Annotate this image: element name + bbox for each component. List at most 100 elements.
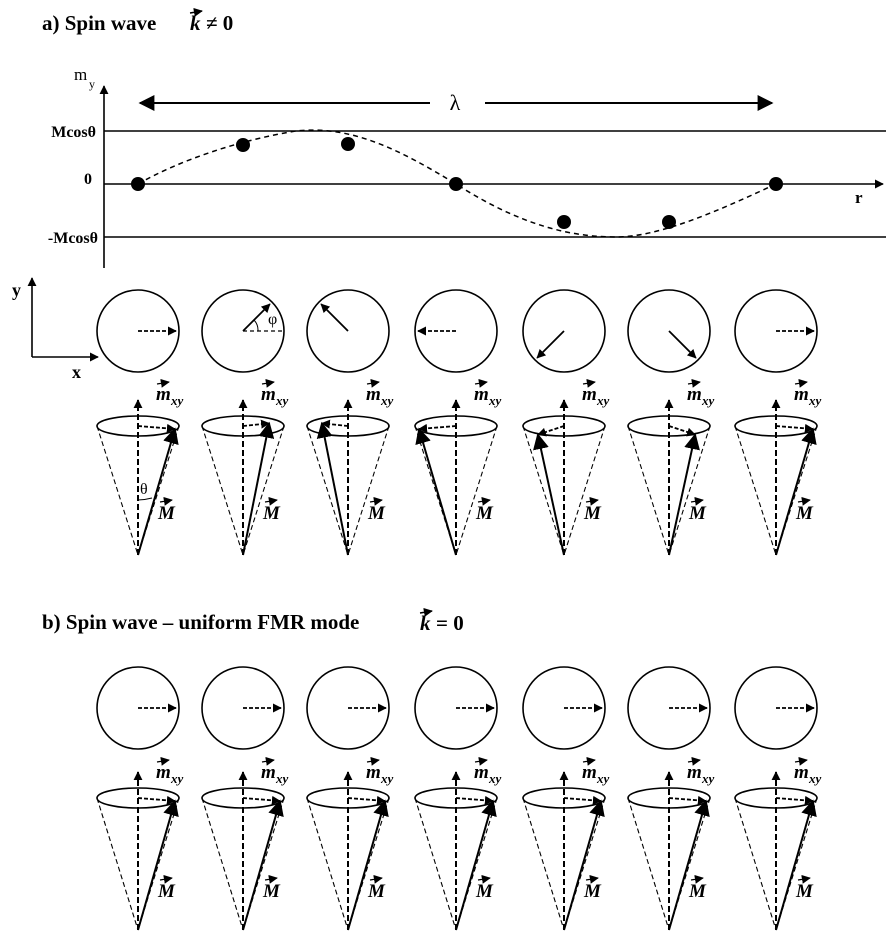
mxy-arrow (668, 425, 697, 437)
magnetization-vector-accent (159, 874, 173, 884)
mxy-subscript: xy (808, 393, 822, 408)
mxy-vector-accent (156, 756, 170, 766)
magnetization-vector-accent (264, 874, 278, 884)
mxy-label: m (794, 762, 809, 783)
mxy-arrow (418, 423, 457, 433)
phase-angle-annotation: φ (243, 311, 282, 332)
top-view-circle-group (306, 289, 390, 373)
mxy-label: m (156, 762, 171, 783)
mxy-label: m (582, 762, 597, 783)
magnetization-label: M (367, 503, 386, 524)
top-view-circle (522, 666, 606, 750)
mxy-subscript: xy (170, 771, 184, 786)
cone-side (563, 425, 606, 556)
top-view-circle (734, 289, 818, 373)
cone-side (306, 797, 349, 931)
top-view-circle-group (96, 666, 180, 750)
y-axis-label: m (74, 65, 87, 84)
frame-x-label: x (72, 362, 81, 382)
mxy-vector-accent (582, 378, 596, 388)
mxy-subscript: xy (380, 393, 394, 408)
wave-point (341, 137, 355, 151)
magnetization-vector-accent (264, 496, 278, 506)
cone-side (455, 425, 498, 556)
top-view-circle (627, 289, 711, 373)
magnetization-label: M (795, 503, 814, 524)
magnetization-vector-accent (690, 874, 704, 884)
mxy-projection-arrow (320, 303, 349, 332)
top-view-circle-group (414, 666, 498, 750)
mxy-arrow (455, 795, 494, 805)
top-view-circle-group (96, 289, 180, 373)
magnetization-vector-accent (797, 496, 811, 506)
magnetization-arrow (668, 433, 700, 556)
magnetization-vector-accent (159, 496, 173, 506)
cone-side (242, 425, 285, 556)
panel-a-title-prefix: a) Spin wave (42, 11, 156, 35)
wavelength-label: λ (450, 90, 461, 115)
mxy-subscript: xy (380, 771, 394, 786)
wave-point (769, 177, 783, 191)
cone-side (306, 425, 349, 556)
y-axis-subscript: y (89, 77, 95, 91)
mxy-label: m (687, 384, 702, 405)
magnetization-arrow (775, 427, 817, 556)
top-view-circle (627, 666, 711, 750)
top-view-circle (96, 289, 180, 373)
panel-a-k-relation: ≠ 0 (206, 11, 233, 35)
panel-b-title: b) Spin wave – uniform FMR mode k = 0 (42, 607, 464, 635)
mxy-label: m (474, 762, 489, 783)
mxy-subscript: xy (488, 393, 502, 408)
cone-side (734, 425, 777, 556)
top-view-circle (414, 666, 498, 750)
mxy-subscript: xy (808, 771, 822, 786)
panel-a-k-symbol: k (190, 11, 201, 35)
cone-side (668, 425, 711, 556)
top-view-circle (306, 666, 390, 750)
panel-b-title-prefix: b) Spin wave – uniform FMR mode (42, 610, 359, 634)
magnetization-arrow (316, 421, 349, 556)
top-view-circle (201, 289, 285, 373)
r-axis-label: r (855, 188, 863, 207)
mxy-vector-accent (582, 756, 596, 766)
tick-label-zero: 0 (84, 171, 92, 188)
cone-side (96, 425, 139, 556)
mxy-label: m (261, 384, 276, 405)
top-view-circle (201, 666, 285, 750)
top-view-circle (522, 289, 606, 373)
magnetization-vector-accent (690, 496, 704, 506)
magnetization-arrow (455, 799, 497, 931)
mxy-subscript: xy (701, 771, 715, 786)
magnetization-arrow (563, 799, 605, 931)
mxy-subscript: xy (275, 393, 289, 408)
top-view-circle-group (522, 289, 606, 373)
top-view-circle-group (414, 289, 498, 373)
mxy-projection-arrow (536, 330, 565, 359)
magnetization-label: M (157, 503, 176, 524)
cone-side (201, 797, 244, 931)
cone-side (522, 797, 565, 931)
panel-a-k-vector-arrow (189, 7, 203, 17)
cone-side (96, 797, 139, 931)
magnetization-vector-accent (585, 496, 599, 506)
magnetization-label: M (475, 503, 494, 524)
wave-point (449, 177, 463, 191)
mxy-vector-accent (687, 378, 701, 388)
mxy-vector-accent (474, 756, 488, 766)
magnetization-arrow (533, 433, 565, 556)
mxy-label: m (794, 384, 809, 405)
cone-angle-arc (137, 497, 153, 501)
magnetization-arrow (347, 799, 389, 931)
top-view-circle (734, 666, 818, 750)
frame-y-label: y (12, 280, 21, 300)
mxy-subscript: xy (275, 771, 289, 786)
top-view-circle-group (201, 666, 285, 750)
xy-reference-frame: y x (12, 277, 99, 382)
